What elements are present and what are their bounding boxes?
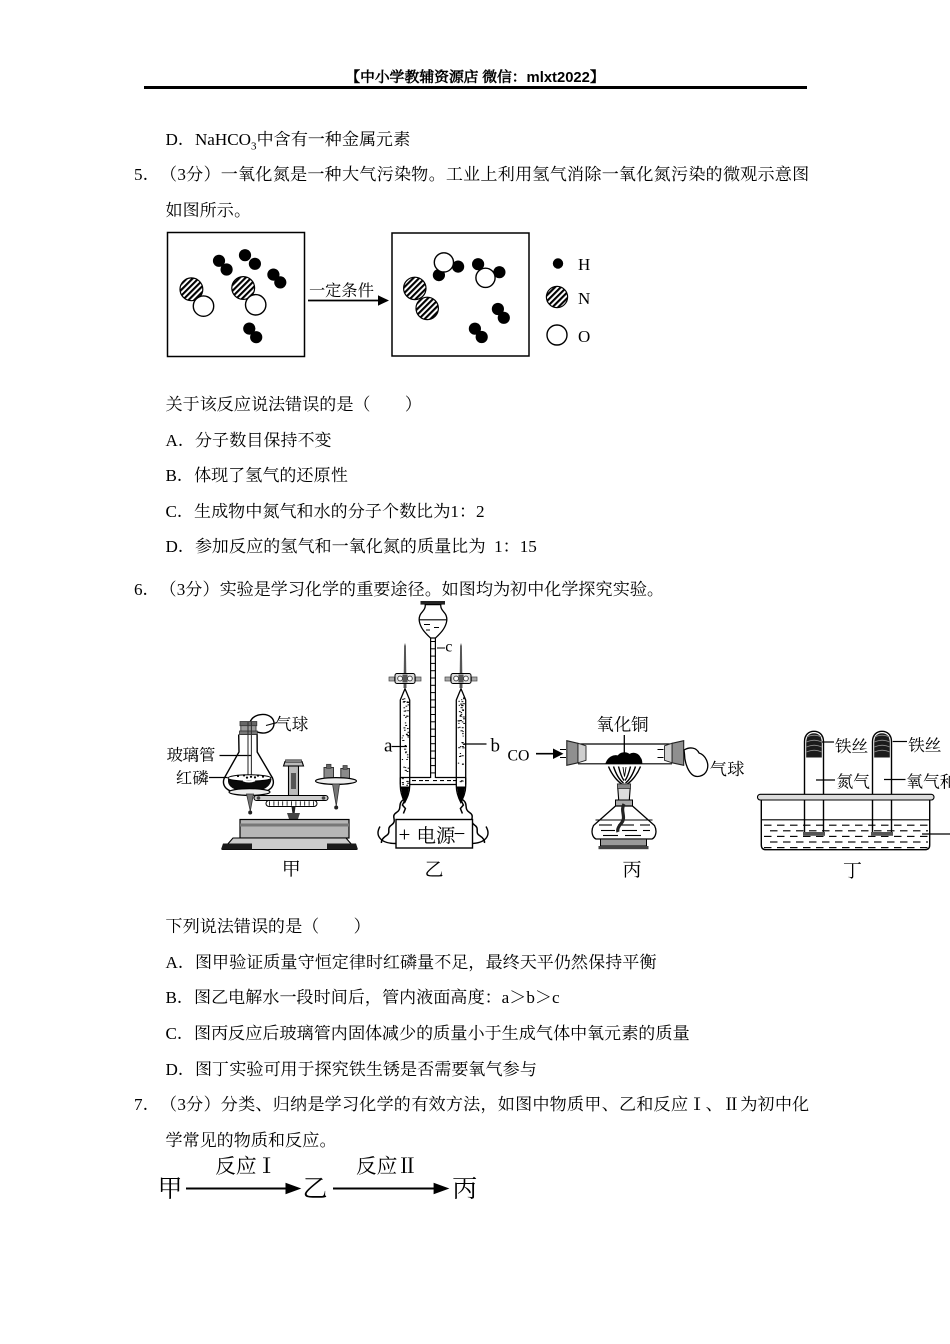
svg-text:氮气: 氮气 <box>836 773 870 792</box>
svg-text:氧化铜: 氧化铜 <box>596 715 649 735</box>
svg-text:氧气和: 氧气和 <box>906 773 950 792</box>
svg-text:H: H <box>578 255 590 274</box>
svg-text:c: c <box>445 639 452 656</box>
svg-text:+: + <box>399 823 411 847</box>
svg-text:铁丝: 铁丝 <box>835 737 869 756</box>
svg-text:N: N <box>578 289 590 308</box>
svg-text:O: O <box>578 327 590 346</box>
svg-text:反应Ⅱ: 反应Ⅱ <box>356 1155 418 1178</box>
svg-text:铁丝: 铁丝 <box>908 736 942 755</box>
svg-text:丙: 丙 <box>452 1176 477 1203</box>
svg-text:玻璃管: 玻璃管 <box>167 746 216 765</box>
svg-text:甲: 甲 <box>158 1176 183 1203</box>
svg-text:气球: 气球 <box>275 715 309 734</box>
svg-text:CO: CO <box>508 748 530 765</box>
svg-text:一定条件: 一定条件 <box>309 282 374 300</box>
svg-text:甲: 甲 <box>282 860 301 881</box>
svg-text:反应Ⅰ: 反应Ⅰ <box>215 1155 276 1178</box>
svg-text:红磷: 红磷 <box>176 769 209 788</box>
svg-text:气球: 气球 <box>710 760 745 779</box>
svg-text:−: − <box>454 822 466 846</box>
svg-text:乙: 乙 <box>303 1176 328 1203</box>
svg-text:电源: 电源 <box>417 826 456 848</box>
svg-text:a: a <box>384 736 393 757</box>
svg-text:b: b <box>491 736 501 757</box>
svg-text:丙: 丙 <box>623 860 642 881</box>
svg-text:丁: 丁 <box>843 861 862 882</box>
svg-text:乙: 乙 <box>425 860 444 881</box>
